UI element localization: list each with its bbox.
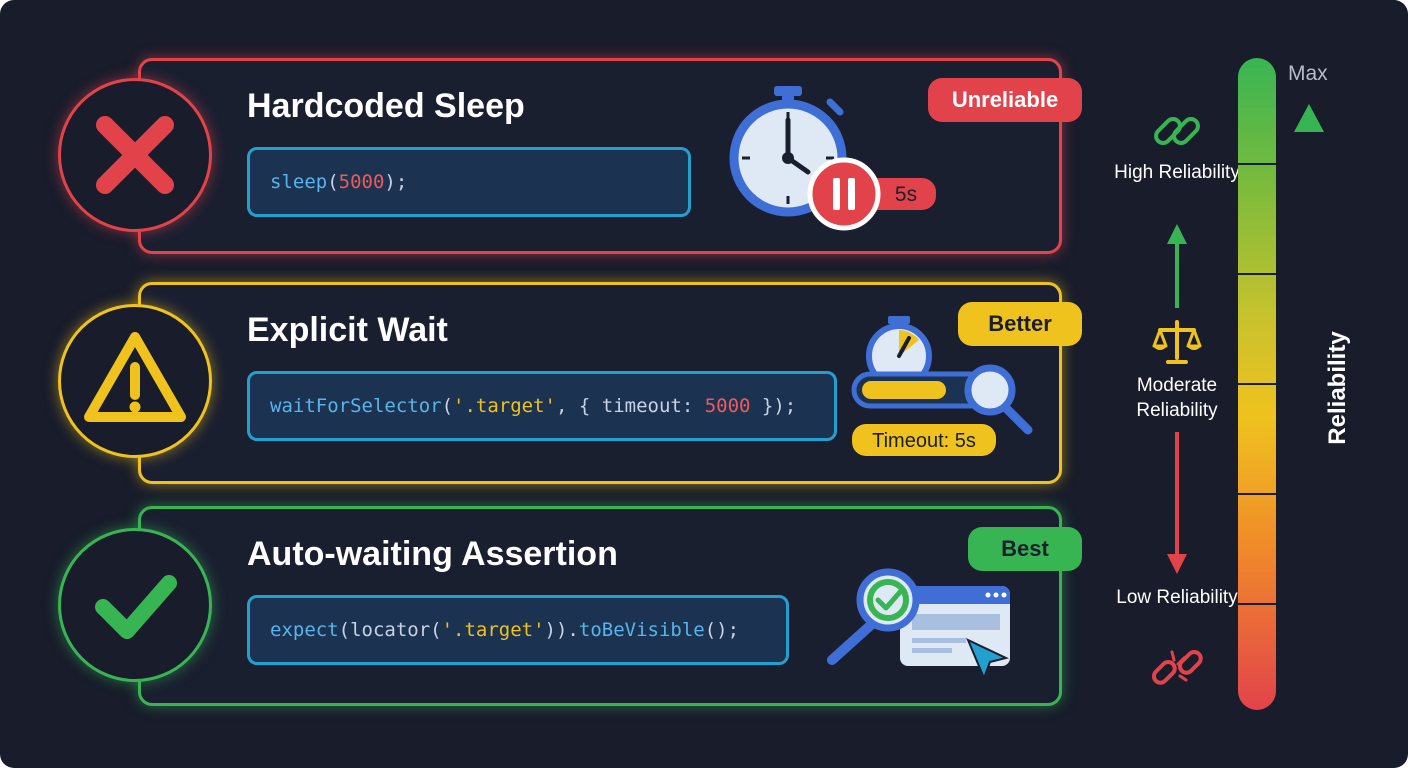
- code-token-fn: toBeVisible: [578, 619, 705, 641]
- code-token-punc: (locator(: [338, 619, 442, 641]
- warning-icon: [84, 332, 186, 422]
- code-token-punc: );: [384, 171, 408, 193]
- code-token-num: 5000: [338, 171, 385, 193]
- x-icon-circle: [58, 78, 212, 232]
- reliability-axis-label: Reliability: [1324, 331, 1351, 445]
- check-icon: [95, 575, 177, 639]
- timeout-label: Timeout: 5s: [872, 430, 976, 452]
- balance-scale-icon: [1152, 320, 1202, 364]
- unreliable-badge: Unreliable: [928, 78, 1082, 122]
- code-token-num: 5000: [704, 395, 751, 417]
- max-label: Max: [1288, 62, 1328, 85]
- timer-progress-search-icon: Timeout: 5s: [851, 316, 1033, 456]
- moderate-reliability-label: Moderate Reliability: [1136, 375, 1218, 421]
- code-token-punc: (: [441, 395, 454, 417]
- better-badge: Better: [958, 302, 1082, 346]
- stopwatch-pause-icon: 5s: [729, 86, 936, 231]
- check-icon-circle: [58, 528, 212, 682]
- low-reliability-label: Low Reliability: [1116, 587, 1238, 608]
- high-reliability-label: High Reliability: [1114, 162, 1240, 183]
- magnifier-check-browser-icon: [827, 568, 1010, 680]
- code-token-str: '.target': [453, 395, 556, 417]
- code-token-punc: , { timeout:: [556, 395, 705, 417]
- auto-waiting-title: Auto-waiting Assertion: [247, 535, 618, 573]
- hardcoded-sleep-title: Hardcoded Sleep: [247, 87, 525, 125]
- explicit-wait-title: Explicit Wait: [247, 311, 448, 349]
- expect-code-snippet: expect(locator('.target')).toBeVisible()…: [247, 595, 789, 665]
- code-token-punc: )).: [544, 619, 579, 641]
- code-token-fn: waitForSelector: [270, 395, 442, 417]
- sleep-code-snippet: sleep(5000);: [247, 147, 691, 217]
- reliability-direction-arrows: [1167, 224, 1187, 574]
- best-badge: Best: [968, 527, 1082, 571]
- code-token-fn: sleep: [270, 171, 328, 193]
- code-token-punc: (: [327, 171, 339, 193]
- code-token-punc: });: [750, 395, 797, 417]
- warning-icon-circle: [58, 304, 212, 458]
- duration-label: 5s: [895, 183, 917, 206]
- broken-chain-icon: [1151, 649, 1203, 685]
- code-token-str: '.target': [441, 619, 545, 641]
- reliability-gradient-bar: [1238, 58, 1276, 710]
- wait-code-snippet: waitForSelector('.target', { timeout: 50…: [247, 371, 837, 441]
- code-token-punc: ();: [704, 619, 740, 641]
- code-token-fn: expect: [270, 619, 339, 641]
- reliability-axis-arrow: [1294, 104, 1324, 707]
- x-icon: [96, 116, 174, 194]
- chain-link-icon: [1154, 117, 1200, 145]
